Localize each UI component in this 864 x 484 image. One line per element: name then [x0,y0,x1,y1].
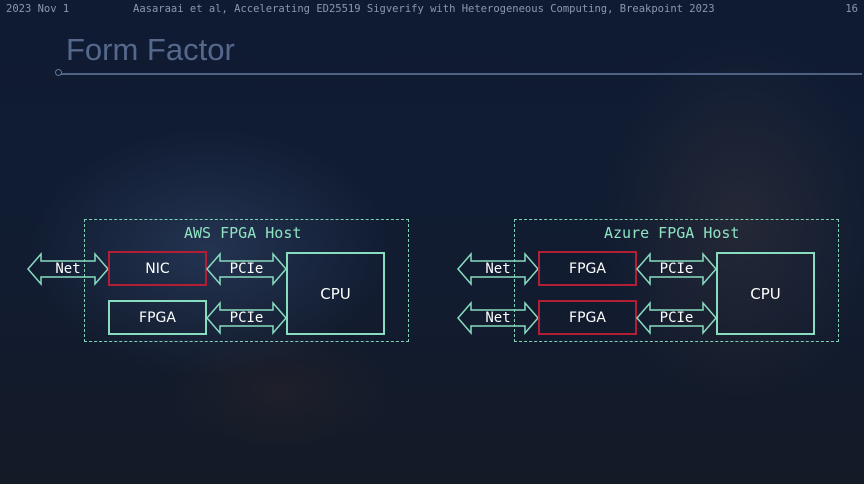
aws-host-box [84,219,409,342]
azure-fpga-top-block: FPGA [538,251,637,286]
aws-fpga-block: FPGA [108,300,207,335]
azure-net-bottom-label: Net [485,310,511,326]
title-rule-dot [55,69,62,76]
azure-net-bottom-arrow: Net [457,301,539,335]
azure-host-box [514,219,839,342]
aws-net-arrow: Net [27,252,109,286]
azure-fpga-bottom-block: FPGA [538,300,637,335]
azure-pcie-bottom-arrow: PCIe [636,301,717,335]
azure-pcie-bottom-label: PCIe [659,310,694,326]
header-date: 2023 Nov 1 [6,3,70,15]
header-citation: Aasaraai et al, Accelerating ED25519 Sig… [133,3,715,15]
aws-pcie-bottom-arrow: PCIe [206,301,287,335]
aws-pcie-top-arrow: PCIe [206,252,287,286]
aws-nic-block: NIC [108,251,207,286]
azure-host-title: Azure FPGA Host [604,224,740,242]
aws-pcie-bottom-label: PCIe [229,310,264,326]
aws-pcie-top-label: PCIe [229,261,264,277]
azure-pcie-top-arrow: PCIe [636,252,717,286]
page-number: 16 [845,3,858,15]
title-rule [58,73,862,75]
aws-host-title: AWS FPGA Host [184,224,302,242]
slide-title: Form Factor [66,32,235,67]
azure-cpu-block: CPU [716,252,815,335]
azure-net-top-label: Net [485,261,511,277]
aws-net-label: Net [55,261,81,277]
aws-cpu-block: CPU [286,252,385,335]
azure-net-top-arrow: Net [457,252,539,286]
azure-pcie-top-label: PCIe [659,261,694,277]
